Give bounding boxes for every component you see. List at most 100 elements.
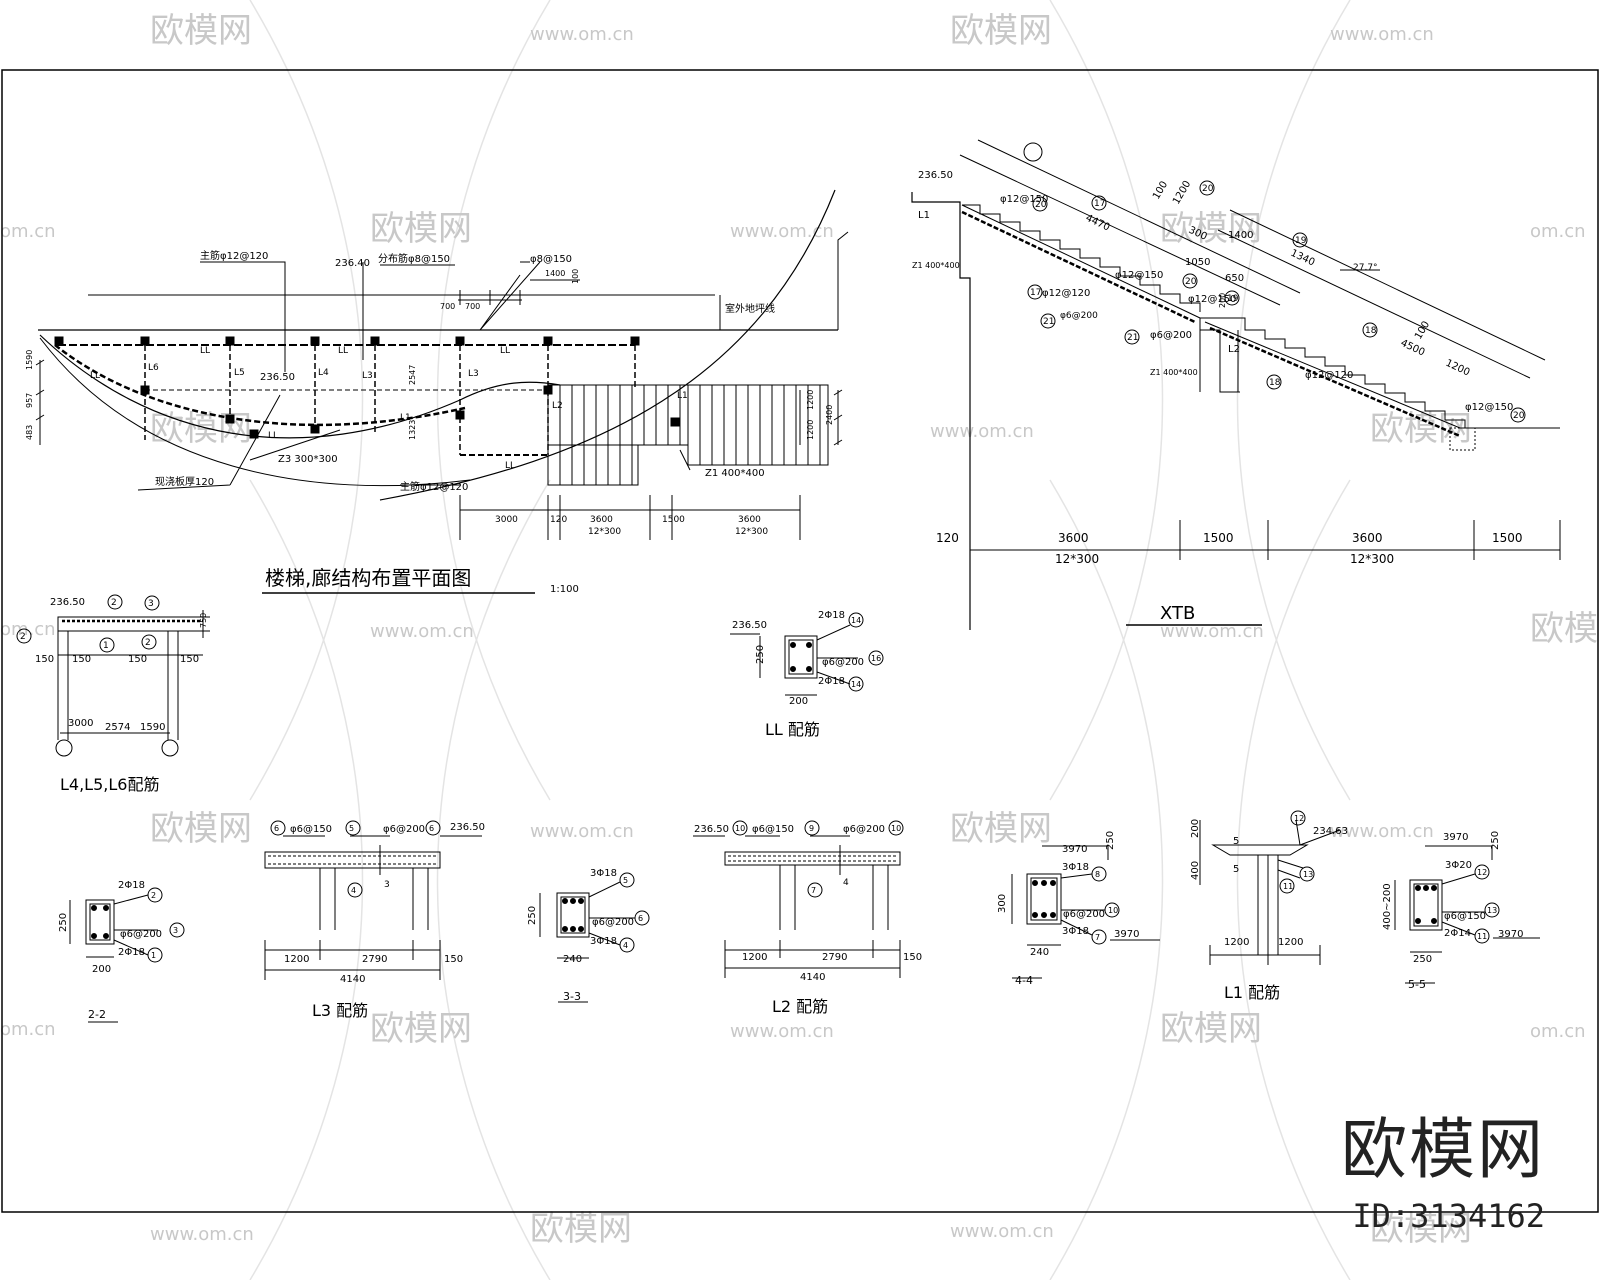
svg-text:12*300: 12*300 bbox=[588, 527, 621, 537]
watermark-logo: 欧模网 bbox=[150, 809, 252, 849]
svg-text:6: 6 bbox=[274, 824, 279, 833]
svg-text:12*300: 12*300 bbox=[735, 527, 768, 537]
svg-text:φ6@200: φ6@200 bbox=[1063, 909, 1105, 920]
svg-text:1500: 1500 bbox=[662, 515, 685, 525]
svg-text:1200: 1200 bbox=[1224, 937, 1249, 948]
brand-block: 欧模网 ID:3134162 bbox=[1341, 1111, 1545, 1236]
section-title: 4-4 bbox=[1015, 974, 1033, 987]
section-5-5 bbox=[1394, 845, 1540, 984]
svg-text:φ6@150: φ6@150 bbox=[1444, 911, 1486, 922]
watermark-url: www.om.cn bbox=[530, 24, 634, 45]
svg-text:1200: 1200 bbox=[806, 420, 815, 440]
watermark-url: om.cn bbox=[1530, 1021, 1586, 1042]
svg-text:11: 11 bbox=[1477, 932, 1487, 941]
svg-text:21: 21 bbox=[1043, 317, 1054, 327]
svg-text:20: 20 bbox=[1513, 411, 1525, 421]
detail-l3 bbox=[264, 820, 482, 980]
svg-text:1500: 1500 bbox=[1492, 531, 1523, 545]
svg-text:3Φ18: 3Φ18 bbox=[1062, 926, 1089, 937]
watermark-url: www.om.cn bbox=[730, 1021, 834, 1042]
svg-text:10: 10 bbox=[1108, 906, 1118, 915]
svg-text:φ12@150: φ12@150 bbox=[1188, 294, 1236, 305]
svg-text:2400: 2400 bbox=[825, 405, 834, 425]
svg-text:250: 250 bbox=[1490, 831, 1501, 850]
section-4-4-labels: 3970 250 3Φ18 φ6@200 3Φ18 3970 300 240 8… bbox=[997, 831, 1139, 987]
svg-text:φ6@150: φ6@150 bbox=[752, 824, 794, 835]
svg-text:9: 9 bbox=[809, 824, 814, 833]
svg-text:200: 200 bbox=[1218, 293, 1227, 308]
svg-text:234.63: 234.63 bbox=[1313, 826, 1348, 837]
svg-text:3600: 3600 bbox=[1352, 531, 1383, 545]
svg-text:5: 5 bbox=[623, 876, 628, 885]
svg-text:20: 20 bbox=[1035, 200, 1047, 210]
svg-text:L5: L5 bbox=[234, 368, 245, 378]
svg-text:150: 150 bbox=[903, 952, 922, 963]
note-main-rebar: 主筋φ12@120 bbox=[200, 249, 268, 262]
svg-text:2Φ18: 2Φ18 bbox=[818, 676, 845, 687]
svg-text:12*300: 12*300 bbox=[1055, 552, 1099, 566]
svg-text:1323: 1323 bbox=[408, 420, 417, 440]
angle-label: 27.7° bbox=[1353, 263, 1378, 273]
note-ground-line: 室外地坪线 bbox=[725, 302, 775, 315]
xtb-section bbox=[911, 139, 1561, 630]
svg-text:LL: LL bbox=[500, 346, 510, 356]
svg-text:3Φ18: 3Φ18 bbox=[590, 936, 617, 947]
svg-text:300: 300 bbox=[997, 894, 1008, 913]
svg-text:13: 13 bbox=[1487, 906, 1497, 915]
svg-text:2547: 2547 bbox=[408, 365, 417, 385]
svg-text:2790: 2790 bbox=[362, 954, 387, 965]
svg-text:3600: 3600 bbox=[590, 515, 613, 525]
watermark-logo: 欧模网 bbox=[950, 11, 1052, 51]
svg-text:1200: 1200 bbox=[806, 390, 815, 410]
svg-text:200: 200 bbox=[92, 964, 111, 975]
svg-text:2: 2 bbox=[20, 632, 26, 642]
svg-text:φ6@200: φ6@200 bbox=[822, 657, 864, 668]
svg-text:3: 3 bbox=[148, 599, 154, 609]
svg-text:1590: 1590 bbox=[25, 350, 34, 370]
svg-text:φ6@200: φ6@200 bbox=[1060, 311, 1098, 321]
svg-text:3Φ20: 3Φ20 bbox=[1445, 860, 1472, 871]
svg-text:4140: 4140 bbox=[800, 972, 825, 983]
svg-text:6: 6 bbox=[429, 824, 434, 833]
svg-text:8: 8 bbox=[1095, 870, 1100, 879]
section-title: 5-5 bbox=[1408, 978, 1426, 991]
detail-l2 bbox=[693, 820, 904, 978]
svg-text:240: 240 bbox=[1030, 947, 1049, 958]
watermark-logo: 欧模网 bbox=[530, 1209, 632, 1249]
svg-text:150: 150 bbox=[180, 654, 199, 665]
section-title: 2-2 bbox=[88, 1008, 106, 1021]
svg-text:18: 18 bbox=[1269, 378, 1281, 388]
svg-text:1: 1 bbox=[151, 951, 156, 960]
svg-text:5: 5 bbox=[1233, 864, 1239, 875]
watermark-url: om.cn bbox=[0, 221, 56, 242]
svg-text:LL: LL bbox=[268, 431, 278, 441]
svg-text:φ6@150: φ6@150 bbox=[290, 824, 332, 835]
svg-text:4470: 4470 bbox=[1084, 213, 1112, 234]
svg-text:200: 200 bbox=[789, 696, 808, 707]
detail-ll-labels: 236.50 2Φ18 φ6@200 2Φ18 250 200 14 16 14… bbox=[732, 610, 881, 739]
detail-l2-labels: 236.50 φ6@150 φ6@200 1200 2790 150 4140 … bbox=[694, 824, 922, 1016]
brand-name: 欧模网 bbox=[1341, 1111, 1545, 1188]
plan-labels: 主筋φ12@120 236.40 分布筋φ8@150 φ8@150 1400 1… bbox=[25, 249, 834, 595]
watermark-logo: 欧模网 bbox=[1370, 409, 1472, 449]
svg-text:3970: 3970 bbox=[1498, 929, 1523, 940]
svg-text:1200: 1200 bbox=[742, 952, 767, 963]
svg-text:4140: 4140 bbox=[340, 974, 365, 985]
brand-id: ID:3134162 bbox=[1352, 1197, 1545, 1235]
watermark-logo: 欧模网 bbox=[1160, 1009, 1262, 1049]
note-phi: φ8@150 bbox=[530, 254, 572, 265]
svg-text:2: 2 bbox=[111, 598, 117, 608]
svg-text:250: 250 bbox=[58, 913, 69, 932]
svg-text:L6: L6 bbox=[148, 363, 159, 373]
svg-text:236.50: 236.50 bbox=[450, 822, 485, 833]
svg-text:483: 483 bbox=[25, 425, 34, 440]
svg-text:120: 120 bbox=[936, 531, 959, 545]
svg-text:250: 250 bbox=[527, 906, 538, 925]
watermark-logo: 欧模网 bbox=[370, 209, 472, 249]
svg-text:1200: 1200 bbox=[1444, 358, 1472, 379]
watermark-logo: 欧模网 bbox=[370, 1009, 472, 1049]
detail-ll bbox=[730, 612, 884, 696]
svg-text:1500: 1500 bbox=[1203, 531, 1234, 545]
watermark-url: www.om.cn bbox=[1330, 24, 1434, 45]
svg-text:957: 957 bbox=[25, 393, 34, 408]
